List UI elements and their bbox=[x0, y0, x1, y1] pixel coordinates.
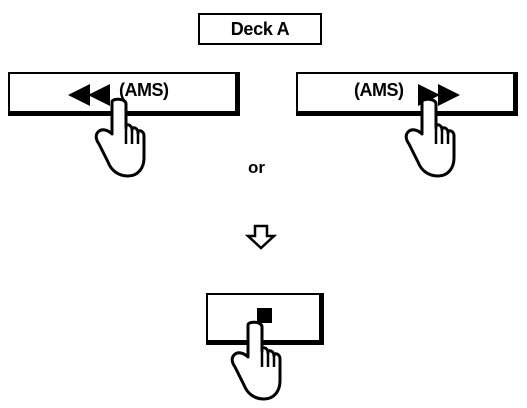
rewind-icon bbox=[68, 84, 110, 106]
down-arrow-icon bbox=[244, 224, 278, 250]
pointing-hand-icon bbox=[94, 97, 146, 178]
forward-ams-label: (AMS) bbox=[354, 80, 404, 100]
deck-label-text: Deck A bbox=[230, 18, 290, 39]
rewind-ams-label: (AMS) bbox=[119, 80, 169, 100]
or-label: or bbox=[248, 158, 265, 177]
deck-label: Deck A bbox=[198, 13, 322, 45]
stop-button[interactable] bbox=[206, 293, 324, 345]
pointing-hand-icon bbox=[230, 320, 282, 401]
pointing-hand-icon bbox=[404, 97, 456, 178]
forward-ams-button[interactable]: (AMS) bbox=[296, 72, 518, 116]
stop-icon bbox=[257, 308, 272, 323]
